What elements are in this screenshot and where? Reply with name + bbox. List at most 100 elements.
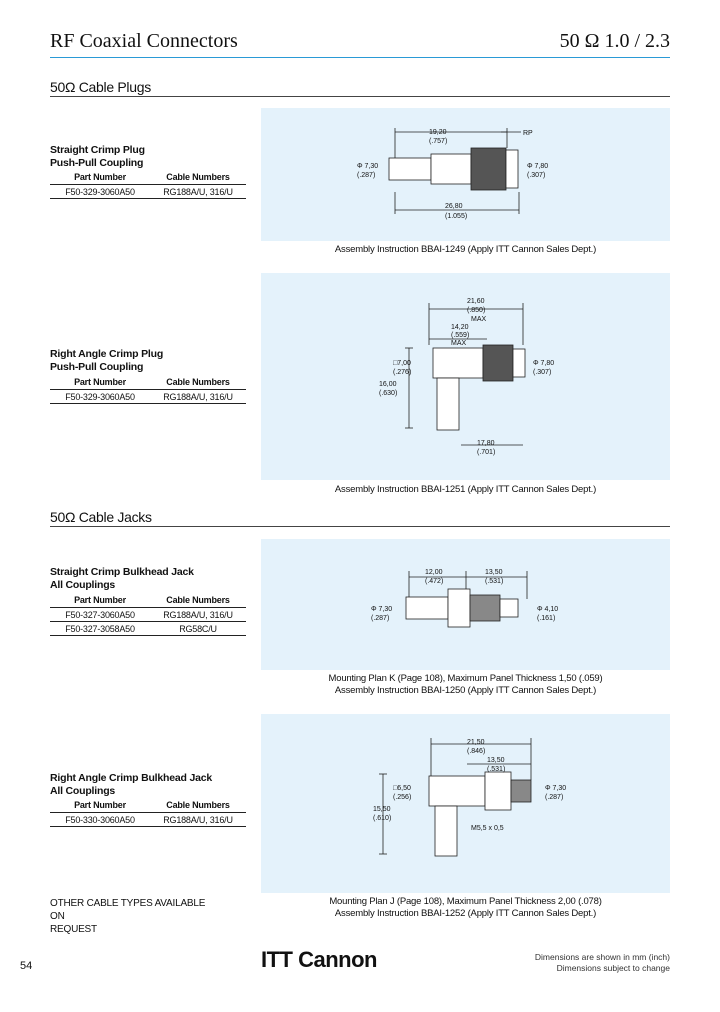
col-cable-numbers: Cable Numbers xyxy=(166,595,230,605)
dim-diameter-inch: (.307) xyxy=(533,369,551,376)
dim-overall: 21,60 xyxy=(467,298,485,305)
dim-diameter-2-inch: (.161) xyxy=(537,615,555,622)
product-title: Right Angle Crimp Plug Push-Pull Couplin… xyxy=(50,348,163,374)
product-title: Straight Crimp Bulkhead Jack All Couplin… xyxy=(50,566,194,592)
section-title-cable-jacks: 50Ω Cable Jacks xyxy=(50,509,152,525)
part-number: F50-329-3060A50 xyxy=(65,392,135,402)
dim-height: 16,00 xyxy=(379,381,397,388)
col-cable-numbers: Cable Numbers xyxy=(166,377,230,387)
caption-line: Assembly Instruction BBAI-1249 (Apply IT… xyxy=(334,244,597,255)
dim-diameter: Φ 7,30 xyxy=(357,163,378,170)
part-number: F50-327-3058A50 xyxy=(65,624,135,634)
note-line: OTHER CABLE TYPES AVAILABLE ON xyxy=(50,898,206,922)
part-number: F50-329-3060A50 xyxy=(65,187,135,197)
footer-note: Dimensions are shown in mm (inch) Dimens… xyxy=(535,952,670,974)
connector-drawing: 12,00 (.472) 13,50 (.531) Φ 7,30 (.287) … xyxy=(371,569,558,628)
page-number: 54 xyxy=(20,960,33,972)
caption-line: Assembly Instruction BBAI-1250 (Apply IT… xyxy=(334,685,597,696)
dim-diameter-2: Φ 7,80 xyxy=(527,163,548,170)
product-title-line2: All Couplings xyxy=(50,785,116,797)
dim-diameter-inch: (.287) xyxy=(545,794,563,801)
dim-right: 13,50 xyxy=(485,569,503,576)
dim-bottom: 17,80 xyxy=(477,440,495,447)
col-cable-numbers: Cable Numbers xyxy=(166,172,230,182)
dim-right-inch: (.531) xyxy=(487,766,505,773)
dim-overall-max: MAX xyxy=(471,316,487,323)
dim-right: 13,50 xyxy=(487,757,505,764)
dim-diameter: Φ 7,80 xyxy=(533,360,554,367)
dim-height: 15,50 xyxy=(373,806,391,813)
dim-square: □7,00 xyxy=(393,360,411,367)
caption-line: Mounting Plan J (Page 108), Maximum Pane… xyxy=(329,896,602,907)
dim-diameter-inch: (.287) xyxy=(371,615,389,622)
table-header: Part Number Cable Numbers xyxy=(50,172,246,185)
product-title: Straight Crimp Plug Push-Pull Coupling xyxy=(50,144,145,170)
dim-overall: 21,50 xyxy=(467,739,485,746)
dim-total: 26,80 xyxy=(445,203,463,210)
dim-thread: M5,5 x 0,5 xyxy=(471,825,504,832)
product-title-line1: Straight Crimp Bulkhead Jack xyxy=(50,566,194,578)
section-title-cable-plugs: 50Ω Cable Plugs xyxy=(50,79,151,95)
col-part-number: Part Number xyxy=(74,595,126,605)
table-header: Part Number Cable Numbers xyxy=(50,595,246,608)
dim-left-inch: (.472) xyxy=(425,578,443,585)
caption-line: Assembly Instruction BBAI-1252 (Apply IT… xyxy=(334,908,597,919)
dim-left: 12,00 xyxy=(425,569,443,576)
dim-total-inch: (1.055) xyxy=(445,213,467,220)
table-row: F50-329-3060A50 RG188A/U, 316/U xyxy=(50,390,246,404)
dim-diameter-inch: (.287) xyxy=(357,172,375,179)
cable-numbers: RG58C/U xyxy=(179,624,217,634)
caption-line: Mounting Plan K (Page 108), Maximum Pane… xyxy=(328,673,603,684)
dim-body-inch: (.559) xyxy=(451,332,469,339)
cable-numbers: RG188A/U, 316/U xyxy=(163,815,233,825)
product-title: Right Angle Crimp Bulkhead Jack All Coup… xyxy=(50,772,212,798)
drawing-panel: 21,50 (.846) 13,50 (.531) □6,50 (.256) 1… xyxy=(261,714,670,893)
product-title-line1: Straight Crimp Plug xyxy=(50,144,145,156)
parts-table: Part Number Cable Numbers F50-327-3060A5… xyxy=(50,595,246,636)
dim-body: 14,20 xyxy=(451,324,469,331)
parts-table: Part Number Cable Numbers F50-330-3060A5… xyxy=(50,800,246,827)
drawing-panel: 12,00 (.472) 13,50 (.531) Φ 7,30 (.287) … xyxy=(261,539,670,670)
dim-overall-inch: (.846) xyxy=(467,748,485,755)
cable-numbers: RG188A/U, 316/U xyxy=(163,610,233,620)
table-row: F50-329-3060A50 RG188A/U, 316/U xyxy=(50,185,246,199)
product-title-line2: All Couplings xyxy=(50,579,116,591)
dim-diameter: Φ 7,30 xyxy=(545,785,566,792)
note-line: REQUEST xyxy=(50,924,97,935)
brand-logo: ITT Cannon xyxy=(261,947,377,972)
col-part-number: Part Number xyxy=(74,172,126,182)
col-part-number: Part Number xyxy=(74,377,126,387)
product-title-line2: Push-Pull Coupling xyxy=(50,157,144,169)
dim-square: □6,50 xyxy=(393,785,411,792)
cable-numbers: RG188A/U, 316/U xyxy=(163,392,233,402)
table-header: Part Number Cable Numbers xyxy=(50,800,246,813)
product-title-line1: Right Angle Crimp Bulkhead Jack xyxy=(50,772,213,784)
dim-diameter-2: Φ 4,10 xyxy=(537,606,558,613)
dim-height-inch: (.630) xyxy=(379,390,397,397)
table-row: F50-330-3060A50 RG188A/U, 316/U xyxy=(50,813,246,827)
connector-drawing: 19,20 (.757) RP Φ 7,30 (.287) Φ 7,80 (.3… xyxy=(357,128,548,220)
connector-drawing: 21,60 (.850) MAX 14,20 (.559) MAX □7,00 … xyxy=(379,298,554,456)
page-spec: 50 Ω 1.0 / 2.3 xyxy=(559,30,670,52)
caption: Mounting Plan K (Page 108), Maximum Pane… xyxy=(261,673,670,697)
footer-note-line: Dimensions are shown in mm (inch) xyxy=(534,952,670,962)
dim-diameter: Φ 7,30 xyxy=(371,606,392,613)
dim-bottom-inch: (.701) xyxy=(477,449,495,456)
dim-diameter-2-inch: (.307) xyxy=(527,172,545,179)
drawing-panel: 19,20 (.757) RP Φ 7,30 (.287) Φ 7,80 (.3… xyxy=(261,108,670,241)
table-row: F50-327-3060A50 RG188A/U, 316/U xyxy=(50,608,246,622)
section-rule xyxy=(50,96,670,97)
dim-height-inch: (.610) xyxy=(373,815,391,822)
parts-table: Part Number Cable Numbers F50-329-3060A5… xyxy=(50,377,246,404)
dim-right-inch: (.531) xyxy=(485,578,503,585)
col-cable-numbers: Cable Numbers xyxy=(166,800,230,810)
product-title-line2: Push-Pull Coupling xyxy=(50,361,144,373)
dim-length-inch: (.757) xyxy=(429,138,447,145)
header-rule xyxy=(50,57,670,58)
dim-body-max: MAX xyxy=(451,340,467,347)
cable-numbers: RG188A/U, 316/U xyxy=(163,187,233,197)
dim-rp: RP xyxy=(523,130,533,137)
dim-square-inch: (.256) xyxy=(393,794,411,801)
caption: Mounting Plan J (Page 108), Maximum Pane… xyxy=(261,896,670,920)
part-number: F50-327-3060A50 xyxy=(65,610,135,620)
